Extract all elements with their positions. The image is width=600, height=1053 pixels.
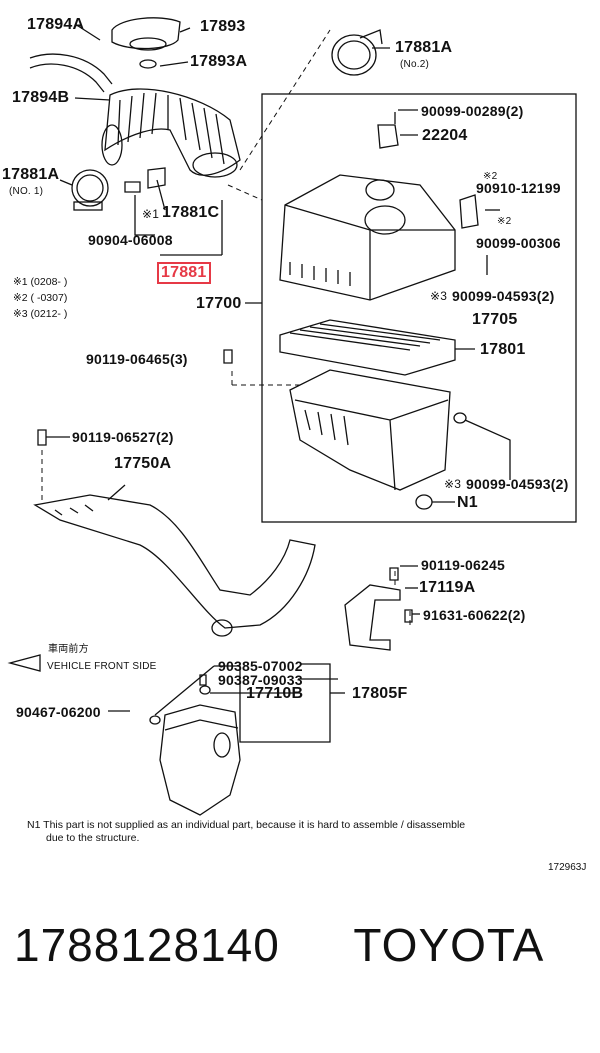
label-90119-06245[interactable]: 90119-06245 <box>421 557 505 573</box>
clamp-17881a-no2 <box>331 34 377 76</box>
label-front-jp: 車両前方 <box>48 644 89 655</box>
note-2: ※2 ( -0307) <box>13 292 68 304</box>
label-90385-07002[interactable]: 90385-07002 <box>218 658 303 674</box>
label-90099-04593a[interactable]: 90099-04593(2) <box>452 288 555 304</box>
label-17710b[interactable]: 17710B <box>246 685 304 702</box>
sensor-22204 <box>377 124 399 149</box>
label-90904-06008[interactable]: 90904-06008 <box>88 232 173 248</box>
diagram-code: 172963J <box>548 862 587 873</box>
label-17881a-no2[interactable]: 17881A <box>395 39 453 56</box>
label-17881-highlighted[interactable]: 17881 <box>157 262 211 284</box>
resonator-17805f <box>159 704 241 816</box>
label-17801[interactable]: 17801 <box>480 341 526 358</box>
clamp-17881a-no1 <box>71 169 109 207</box>
label-90099-00289[interactable]: 90099-00289(2) <box>421 103 524 119</box>
label-90387-09033[interactable]: 90387-09033 <box>218 672 303 688</box>
label-17750a[interactable]: 17750A <box>114 455 172 472</box>
label-90099-04593a-mark: ※3 <box>430 289 448 303</box>
upper-case-17705 <box>279 174 456 301</box>
lower-case <box>289 369 451 491</box>
footnote-line1: N1 This part is not supplied as an indiv… <box>27 819 466 831</box>
filter-17801 <box>279 319 456 376</box>
label-17894a[interactable]: 17894A <box>27 16 85 33</box>
label-22204[interactable]: 22204 <box>422 127 468 144</box>
label-90910-mark: ※2 <box>483 171 498 182</box>
label-17881c[interactable]: 17881C <box>162 204 220 221</box>
label-90910-12199[interactable]: 90910-12199 <box>476 180 561 196</box>
label-90099-00306[interactable]: 90099-00306 <box>476 235 561 251</box>
brand-name: TOYOTA <box>353 919 545 971</box>
arrow-front <box>7 654 41 672</box>
label-90099-04593b-mark: ※3 <box>444 477 462 491</box>
label-90467-06200[interactable]: 90467-06200 <box>16 704 101 720</box>
label-17881a-no1[interactable]: 17881A <box>2 166 60 183</box>
label-90119-06527[interactable]: 90119-06527(2) <box>72 429 174 445</box>
bracket-17119a <box>344 584 401 651</box>
inlet-17750a <box>33 494 316 629</box>
label-front-en: VEHICLE FRONT SIDE <box>47 661 157 672</box>
label-90099-00306-mark: ※2 <box>497 216 512 227</box>
label-17881a-no1-sub: (NO. 1) <box>9 186 44 197</box>
cap-17893 <box>111 17 181 50</box>
hose-17894a <box>28 53 112 92</box>
label-17705[interactable]: 17705 <box>472 311 518 328</box>
part-number[interactable]: 1788128140 <box>14 919 280 971</box>
footnote-line2: due to the structure. <box>46 832 140 844</box>
label-17119a[interactable]: 17119A <box>419 579 476 596</box>
label-90099-04593b[interactable]: 90099-04593(2) <box>466 476 569 492</box>
label-17881c-mark: ※1 <box>142 207 160 221</box>
note-3: ※3 (0212- ) <box>13 308 68 320</box>
label-17805f[interactable]: 17805F <box>352 685 408 702</box>
footer: 1788128140 TOYOTA <box>14 918 544 972</box>
label-17881a-no2-sub: (No.2) <box>400 59 429 70</box>
label-17700[interactable]: 17700 <box>196 295 242 312</box>
label-17894b[interactable]: 17894B <box>12 89 70 106</box>
intake-hose <box>104 88 241 176</box>
label-17893a[interactable]: 17893A <box>190 53 248 70</box>
label-n1[interactable]: N1 <box>457 494 478 511</box>
label-17893[interactable]: 17893 <box>200 18 246 35</box>
air-cleaner-box <box>261 93 577 523</box>
note-1: ※1 (0208- ) <box>13 276 68 288</box>
label-91631-60622[interactable]: 91631-60622(2) <box>423 607 526 623</box>
label-90119-06465[interactable]: 90119-06465(3) <box>86 351 188 367</box>
